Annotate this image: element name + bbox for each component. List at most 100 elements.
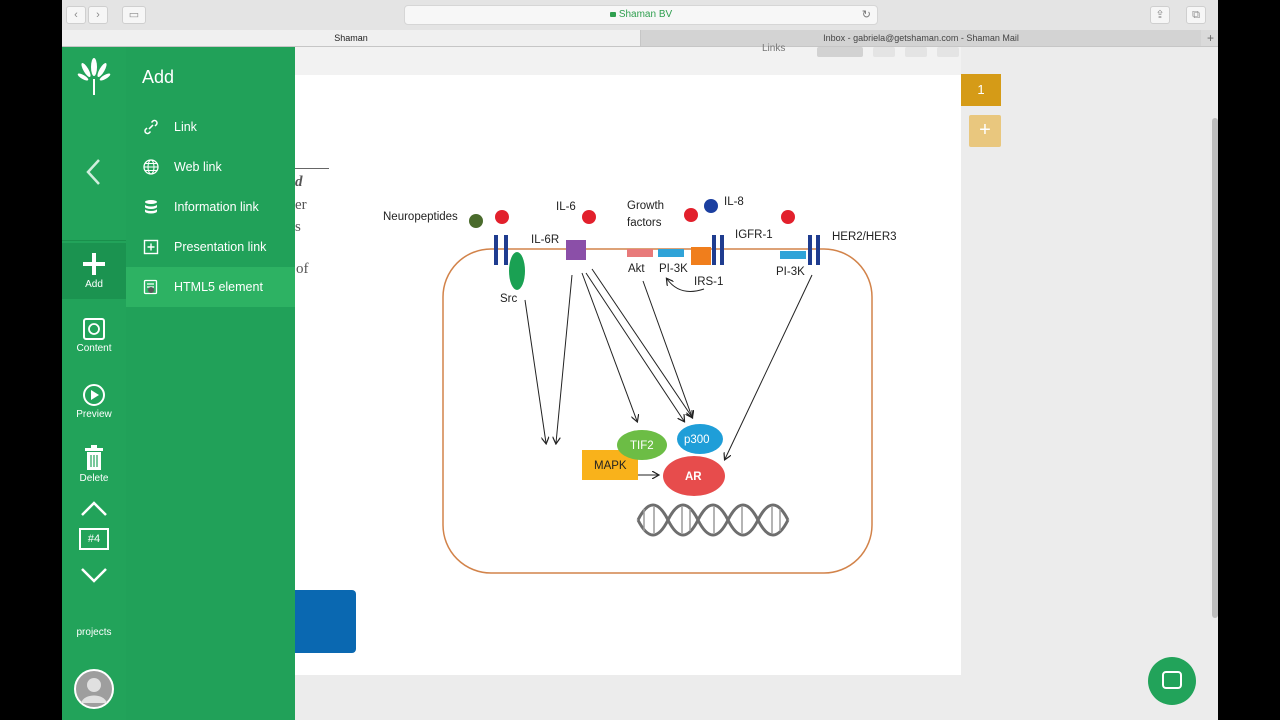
rail-add[interactable]: Add: [62, 243, 126, 299]
label-il6r: IL-6R: [531, 234, 559, 246]
receptor-bar: [494, 235, 498, 265]
dna-helix: [636, 503, 790, 537]
p300-ellipse: [677, 424, 723, 454]
label-growth: Growth: [627, 200, 664, 212]
move-down-icon[interactable]: [62, 565, 126, 589]
page-number-box: #4: [62, 528, 126, 554]
peek-text: d: [295, 174, 303, 190]
peek-text: of: [296, 261, 309, 277]
move-up-icon[interactable]: [62, 499, 126, 523]
rail-content[interactable]: Content: [62, 317, 126, 367]
menu-item-web-link[interactable]: Web link: [126, 147, 295, 187]
irs1-square: [691, 247, 711, 265]
akt-bar: [627, 249, 653, 257]
browser-toolbar: ‹ › ▭ Shaman BV ↻ ⇪ ⧉: [62, 0, 1218, 31]
lock-icon: [609, 12, 616, 17]
page-number: #4: [79, 528, 109, 550]
tab-shaman[interactable]: Shaman: [62, 30, 641, 46]
plus-icon: [83, 253, 105, 275]
toolbar-button[interactable]: [817, 47, 863, 57]
logo-icon[interactable]: [62, 55, 126, 105]
neuropeptide-ligand: [469, 214, 483, 228]
share-icon[interactable]: ⇪: [1150, 6, 1170, 24]
sidebar-rail: Add Content Preview Delete #4 projects: [62, 47, 126, 720]
tab-mail[interactable]: Inbox - gabriela@getshaman.com - Shaman …: [641, 30, 1201, 46]
label-akt: Akt: [628, 263, 645, 275]
toolbar-button[interactable]: [905, 47, 927, 57]
chat-button[interactable]: [1148, 657, 1196, 705]
src-ellipse: [509, 252, 525, 290]
receptor-bar: [808, 235, 812, 265]
label-il8: IL-8: [724, 196, 744, 208]
new-tab-icon[interactable]: +: [1206, 31, 1214, 45]
tabs-icon[interactable]: ⧉: [1186, 6, 1206, 24]
reload-icon[interactable]: ↻: [861, 9, 871, 21]
toolbar-button[interactable]: [937, 47, 959, 57]
label-factors: factors: [627, 217, 662, 229]
rail-preview[interactable]: Preview: [62, 383, 126, 433]
ligand-red: [495, 210, 509, 224]
projects-link[interactable]: projects: [76, 627, 112, 638]
collapse-chevron-icon[interactable]: [62, 157, 126, 197]
receptor-bar: [504, 235, 508, 265]
back-button[interactable]: ‹: [66, 6, 86, 24]
receptor-bar: [720, 235, 724, 265]
slide-canvas[interactable]: [295, 75, 961, 675]
il6-ligand: [582, 210, 596, 224]
label-tif2: TIF2: [630, 440, 654, 452]
label-neuropeptides: Neuropeptides: [383, 211, 458, 223]
rail-label: Delete: [79, 473, 109, 484]
peek-text: er: [295, 197, 307, 213]
pi3k-bar-2: [780, 251, 806, 259]
label-mapk: MAPK: [594, 460, 627, 472]
menu-item-presentation-link[interactable]: Presentation link: [126, 227, 295, 267]
chat-icon: [1162, 671, 1182, 689]
link-icon: [144, 119, 158, 135]
rail-label: Content: [76, 343, 112, 354]
sidebar-toggle-icon[interactable]: ▭: [122, 6, 146, 24]
label-src: Src: [500, 293, 518, 305]
slide-number-tab[interactable]: 1: [961, 74, 1001, 106]
her-ligand: [781, 210, 795, 224]
label-igfr: IGFR-1: [735, 229, 773, 241]
rail-delete[interactable]: Delete: [62, 445, 126, 495]
play-icon: [83, 384, 105, 406]
content-icon: [83, 318, 105, 340]
add-panel: Add Link Web link Information link Prese…: [126, 47, 295, 720]
html5-icon: [143, 279, 158, 295]
links-label[interactable]: Links: [762, 43, 786, 54]
menu-item-html5-element[interactable]: HTML5 element: [126, 267, 295, 307]
toolbar-button[interactable]: [873, 47, 895, 57]
trash-icon: [85, 445, 103, 470]
globe-icon: [143, 159, 159, 175]
avatar[interactable]: [62, 669, 126, 709]
growth-factor-ligand: [684, 208, 698, 222]
scrollbar[interactable]: [1212, 118, 1218, 618]
label-her: HER2/HER3: [832, 231, 897, 243]
label-irs1: IRS-1: [694, 276, 723, 288]
address-text: Shaman BV: [618, 9, 673, 20]
divider: [295, 168, 329, 169]
label-ar: AR: [685, 471, 702, 483]
menu-item-information-link[interactable]: Information link: [126, 187, 295, 227]
il8-ligand: [704, 199, 718, 213]
tab-bar: Shaman Inbox - gabriela@getshaman.com - …: [62, 30, 1218, 47]
menu-item-label: Link: [174, 120, 197, 134]
forward-button[interactable]: ›: [88, 6, 108, 24]
menu-item-link[interactable]: Link: [126, 107, 295, 147]
peek-text: s: [295, 219, 301, 235]
menu-item-label: Web link: [174, 160, 222, 174]
receptor-bar: [712, 235, 716, 265]
blue-button[interactable]: [295, 590, 356, 653]
pi3k-bar: [658, 249, 684, 257]
add-slide-button[interactable]: +: [969, 115, 1001, 147]
divider: [62, 240, 126, 241]
label-pi3k-2: PI-3K: [776, 266, 805, 278]
tif2-ellipse: [617, 430, 667, 460]
receptor-bar: [816, 235, 820, 265]
label-pi3k: PI-3K: [659, 263, 688, 275]
menu-item-label: HTML5 element: [174, 280, 263, 294]
address-bar[interactable]: Shaman BV ↻: [404, 5, 878, 25]
rail-label: Add: [85, 279, 103, 290]
il6r-square: [566, 240, 586, 260]
